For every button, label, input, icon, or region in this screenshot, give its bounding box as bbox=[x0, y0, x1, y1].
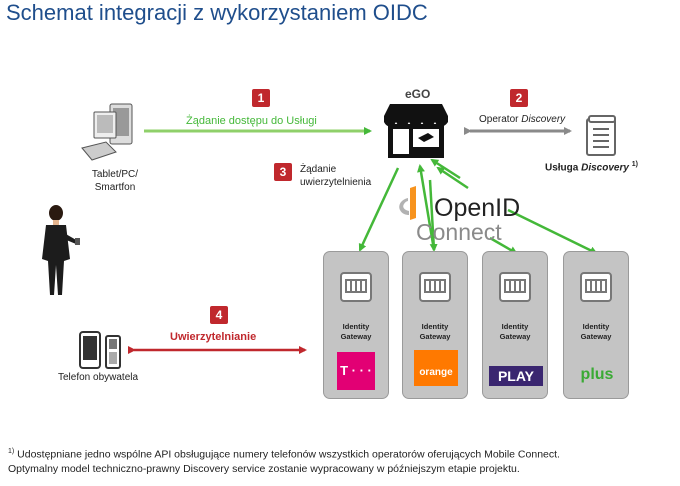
badge-step1: 1 bbox=[252, 89, 270, 107]
step2-label: Operator Discovery bbox=[479, 114, 566, 125]
arrow-openid-gw4 bbox=[507, 208, 598, 255]
arrow-openid-gw2 bbox=[428, 179, 438, 252]
devices-label: Tablet/PC/Smartfon bbox=[91, 169, 139, 193]
shop-icon bbox=[384, 104, 448, 158]
ego-label: eGO bbox=[405, 87, 431, 101]
phone-label: Telefon obywatela bbox=[58, 372, 139, 383]
server-icon bbox=[580, 272, 612, 302]
footnote-line2: Optymalny model techniczno-prawny Discov… bbox=[8, 463, 520, 475]
server-icon bbox=[419, 272, 451, 302]
step1-label: Żądanie dostępu do Usługi bbox=[186, 115, 317, 127]
openid-logo-icon bbox=[399, 186, 416, 220]
operator-logo: plus bbox=[570, 364, 624, 386]
computer-icon bbox=[81, 103, 133, 161]
arrow-openid-gw3 bbox=[489, 236, 518, 255]
arrow-openid-ego-2 bbox=[430, 158, 461, 180]
person-icon bbox=[42, 205, 80, 295]
server-icon bbox=[499, 272, 531, 302]
badge-step4: 4 bbox=[210, 306, 228, 324]
operator-logo: T · · · bbox=[337, 352, 375, 390]
document-icon bbox=[586, 115, 616, 156]
connect-text: Connect bbox=[416, 219, 502, 245]
arrow-openid-ego bbox=[436, 166, 469, 190]
arrow-ego-gw1 bbox=[358, 167, 400, 252]
footnote-line1: 1) Udostępniane jedno wspólne API obsług… bbox=[8, 448, 560, 461]
arrow-gw2-ego bbox=[417, 164, 436, 251]
operator-logo: orange bbox=[414, 350, 458, 386]
page-title: Schemat integracji z wykorzystaniem OIDC bbox=[6, 0, 428, 25]
badge-step2: 2 bbox=[510, 89, 528, 107]
operator-logo: PLAY bbox=[489, 366, 543, 386]
phone-icon bbox=[79, 331, 121, 369]
openid-text: OpenID bbox=[434, 194, 521, 222]
step4-label: Uwierzytelnianie bbox=[170, 331, 257, 343]
server-icon bbox=[340, 272, 372, 302]
badge-step3: 3 bbox=[274, 163, 292, 181]
discovery-label: Usługa Discovery 1) bbox=[545, 161, 638, 174]
